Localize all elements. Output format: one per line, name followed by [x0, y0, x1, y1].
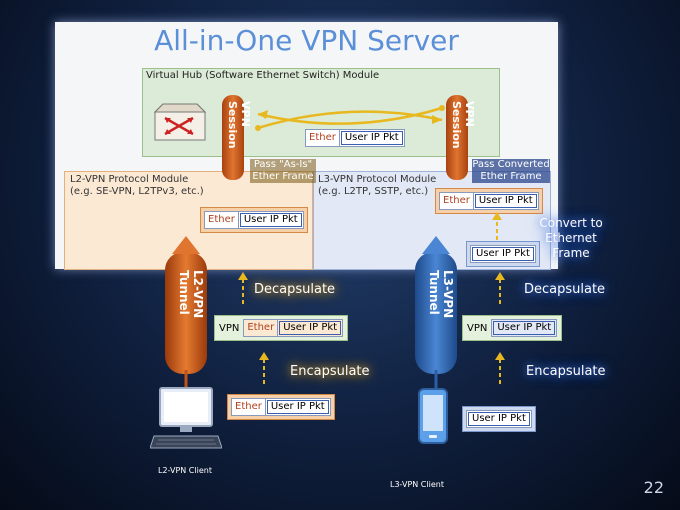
l2-inner-frame: Ether User IP Pkt	[243, 319, 344, 337]
user-ip-packet: User IP Pkt	[493, 321, 556, 335]
l3-tunnel-label: L3-VPN Tunnel	[427, 270, 455, 319]
l3-tunnel-up-arrow	[422, 236, 450, 254]
l3-raw-packet-frame: User IP Pkt	[466, 241, 540, 267]
l3-session-label: VPN Session	[450, 101, 476, 149]
user-ip-packet: User IP Pkt	[239, 213, 302, 227]
hub-packet: Ether User IP Pkt	[305, 129, 405, 147]
pass-as-is-line1: Pass "As-Is"	[253, 159, 313, 170]
ether-header: Ether	[440, 193, 474, 209]
l3-encapsulate-label: Encapsulate	[526, 364, 606, 379]
smartphone-icon	[418, 388, 448, 444]
convert-line1: Convert to	[539, 216, 603, 230]
l3-module-title: L3-VPN Protocol Module	[318, 174, 437, 185]
l3-module-examples: (e.g. L2TP, SSTP, etc.)	[318, 186, 429, 197]
convert-line2: Ethernet Frame	[545, 231, 597, 260]
pass-converted-line1: Pass Converted	[472, 159, 550, 170]
l2-vpn-encap-packet: VPN Ether User IP Pkt	[214, 315, 349, 341]
l3-vpn-tunnel: L3-VPN Tunnel	[415, 252, 457, 374]
l2-session-label: VPN Session	[226, 101, 252, 149]
user-ip-packet: User IP Pkt	[279, 321, 342, 335]
l2-module-examples: (e.g. SE-VPN, L2TPv3, etc.)	[70, 186, 204, 197]
pass-as-is-line2: Ether Frame	[252, 171, 314, 182]
l3-client-packet: User IP Pkt	[466, 410, 532, 428]
ethernet-switch-icon	[153, 103, 207, 141]
l2-vpn-tunnel: L2-VPN Tunnel	[165, 252, 207, 374]
l2-tunnel-label: L2-VPN Tunnel	[177, 270, 205, 319]
l3-module-packet-frame: Ether User IP Pkt	[435, 188, 543, 214]
l2-vpn-session: VPN Session	[222, 95, 252, 180]
l3-inner-packet: User IP Pkt	[491, 319, 558, 337]
user-ip-packet: User IP Pkt	[474, 194, 537, 208]
l3-decap-arrow	[495, 272, 505, 304]
desktop-computer-icon	[150, 387, 222, 449]
l2-encapsulate-label: Encapsulate	[290, 364, 370, 379]
ether-header: Ether	[244, 320, 279, 336]
ether-header: Ether	[232, 399, 266, 415]
convert-arrow	[492, 212, 502, 240]
l2-client-packet: Ether User IP Pkt	[231, 398, 331, 416]
l3-vpn-session: VPN Session	[446, 95, 476, 180]
page-number: 22	[643, 478, 664, 497]
l3-client-packet-frame: User IP Pkt	[462, 406, 536, 432]
ether-header: Ether	[205, 212, 239, 228]
ether-header: Ether	[306, 130, 340, 146]
user-ip-packet: User IP Pkt	[468, 412, 530, 426]
diagram-title: All-in-One VPN Server	[154, 24, 459, 57]
user-ip-packet: User IP Pkt	[340, 131, 403, 145]
l3-raw-packet: User IP Pkt	[470, 245, 536, 263]
vpn-header: VPN	[467, 322, 488, 334]
l3-decapsulate-label: Decapsulate	[524, 282, 606, 297]
l2-module-packet: Ether User IP Pkt	[204, 211, 304, 229]
user-ip-packet: User IP Pkt	[266, 400, 329, 414]
user-ip-packet: User IP Pkt	[472, 247, 534, 261]
l3-converted-packet: Ether User IP Pkt	[439, 192, 539, 210]
l2-module-packet-frame: Ether User IP Pkt	[200, 207, 308, 233]
l2-decap-arrow	[238, 272, 248, 304]
vpn-header: VPN	[219, 322, 240, 334]
convert-to-ethernet-label: Convert to Ethernet Frame	[528, 216, 614, 261]
pass-converted-caption: Pass Converted Ether Frame	[472, 159, 550, 183]
l3-encap-arrow	[495, 352, 505, 384]
l2-module-title: L2-VPN Protocol Module	[70, 174, 189, 185]
pass-converted-line2: Ether Frame	[480, 171, 542, 182]
l2-tunnel-up-arrow	[172, 236, 200, 254]
l2-encap-arrow	[259, 352, 269, 384]
l2-module-label: L2-VPN Protocol Module (e.g. SE-VPN, L2T…	[70, 174, 204, 198]
l2-client-label: L2-VPN Client	[158, 466, 212, 475]
hub-exchange-arrows	[255, 105, 445, 131]
l2-decapsulate-label: Decapsulate	[254, 282, 336, 297]
l3-vpn-encap-packet: VPN User IP Pkt	[462, 315, 563, 341]
virtual-hub-label: Virtual Hub (Software Ethernet Switch) M…	[146, 70, 380, 81]
l3-module-label: L3-VPN Protocol Module (e.g. L2TP, SSTP,…	[318, 174, 436, 198]
pass-as-is-caption: Pass "As-Is" Ether Frame	[250, 159, 316, 183]
l2-client-packet-frame: Ether User IP Pkt	[227, 394, 335, 420]
l3-client-label: L3-VPN Client	[390, 480, 444, 489]
